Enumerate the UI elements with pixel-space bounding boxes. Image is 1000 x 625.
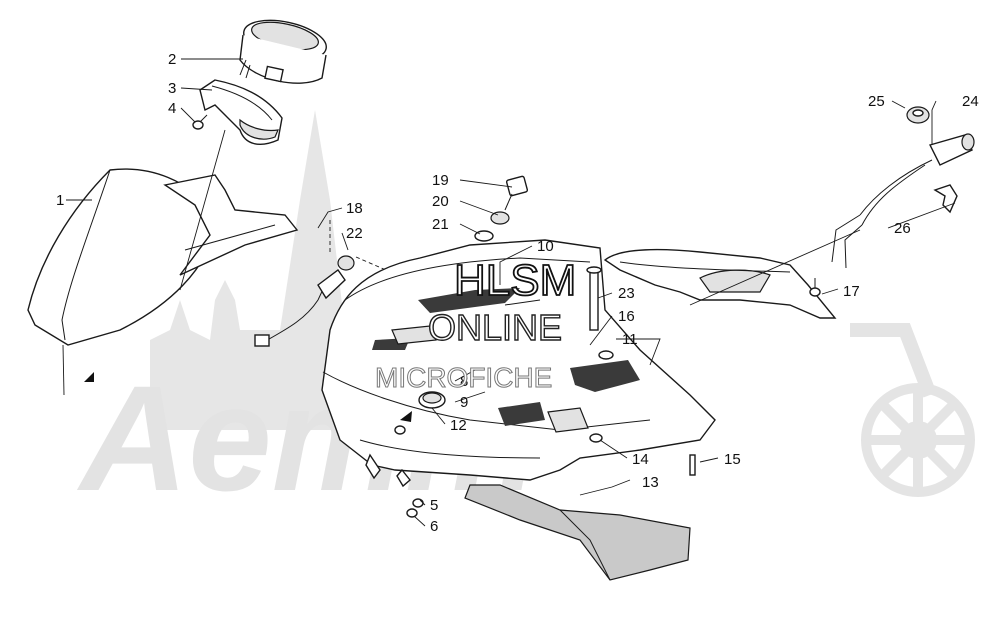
part-26-clip [933,184,958,214]
callout-22: 22 [346,225,363,242]
watermark-skyline [150,110,380,430]
part-18-22-wiring-harness [254,220,456,347]
console-screw [394,425,406,435]
part-1-windshield [27,168,299,346]
callout-15: 15 [724,451,741,468]
watermark-wheel [850,323,975,497]
watermark-microfiche: MICROFICHE [375,362,552,393]
part-5-screw [412,498,424,508]
part-15-screw [689,454,696,476]
callout-1: 1 [56,192,64,209]
callout-14: 14 [632,451,649,468]
part-2-gauge [239,19,327,84]
part-console-body [321,239,716,488]
part-14-screw [589,433,603,443]
callout-labels: 1 2 3 4 5 6 8 9 10 11 12 13 14 15 16 17 … [56,51,979,535]
callout-10: 10 [537,238,554,255]
watermark-hlsm: HLSM [454,256,576,305]
part-16-rear-panel [603,248,837,319]
callout-23: 23 [618,285,635,302]
callout-3: 3 [168,80,176,97]
part-6-nut [406,508,418,518]
callout-20: 20 [432,193,449,210]
part-13-floor-pad [464,484,691,581]
callout-4: 4 [168,100,176,117]
triangle-marker-icon [84,372,94,382]
callout-26: 26 [894,220,911,237]
part-23-bolt [586,266,614,360]
callout-13: 13 [642,474,659,491]
callout-25: 25 [868,93,885,110]
callout-21: 21 [432,216,449,233]
watermark-online: ONLINE [428,307,562,348]
part-19-21-key-switch [474,175,529,242]
callout-6: 6 [430,518,438,535]
part-4-screw [192,114,208,130]
callout-24: 24 [962,93,979,110]
callout-19: 19 [432,172,449,189]
triangle-marker-icon [400,411,412,422]
callout-11: 11 [622,331,638,348]
part-24-throttle-cable [831,106,975,269]
callout-8: 8 [460,373,468,390]
leader-lines [62,58,956,527]
callout-17: 17 [843,283,860,300]
callout-18: 18 [346,200,363,217]
small-fasteners [394,278,821,518]
callout-5: 5 [430,497,438,514]
watermark-overlay: HLSM ONLINE MICROFICHE [375,255,578,393]
part-17-screw [809,287,821,297]
callout-16: 16 [618,308,635,325]
part-3-gauge-bracket [199,79,283,146]
callout-12: 12 [450,417,467,434]
callout-2: 2 [168,51,176,68]
callout-9: 9 [460,394,468,411]
